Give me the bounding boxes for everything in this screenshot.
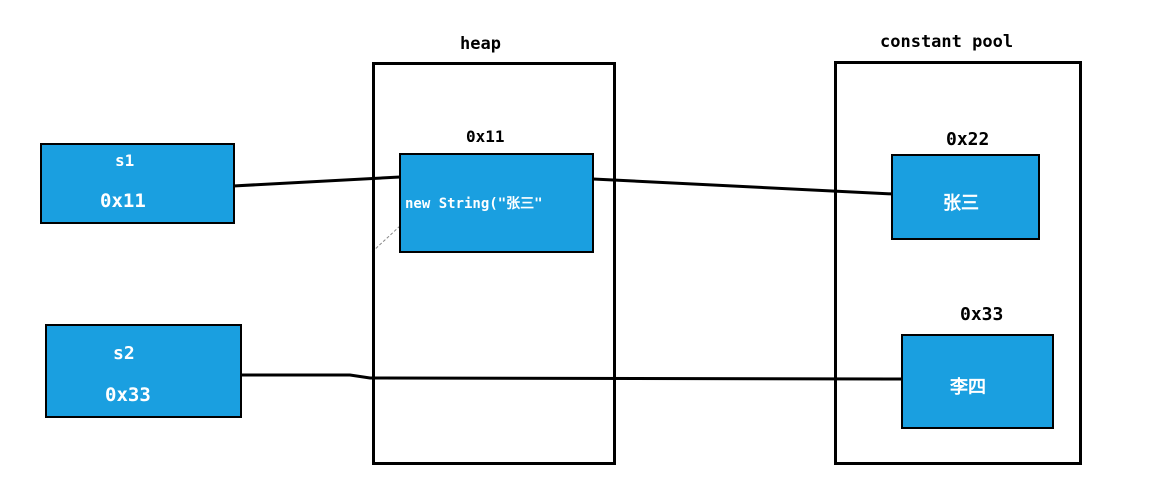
heap-object-content: new String("张三" [405,196,543,212]
constant-pool-title: constant pool [880,32,1014,52]
pool-entry-address: 0x33 [960,304,1004,325]
pool-entry-content: 李四 [950,377,986,398]
stack-var-value: 0x33 [105,384,151,406]
pool-entry-lisi: 李四 [901,334,1054,429]
pool-entry-zhangsan: 张三 [891,154,1040,240]
heap-title: heap [460,34,501,54]
heap-region [372,62,616,465]
stack-var-s1: s1 0x11 [40,143,235,224]
dashed-artifact [371,225,401,253]
constant-pool-region [834,61,1082,465]
stack-var-name: s2 [113,343,135,364]
pool-entry-content: 张三 [943,193,979,214]
stack-var-value: 0x11 [100,190,146,212]
pool-entry-address: 0x22 [946,129,990,150]
connector-heap-object-to-pool-zhangsan [592,177,894,196]
stack-var-name: s1 [115,151,135,170]
heap-object: new String("张三" [399,153,594,253]
connector-s2-to-pool-lisi [241,373,904,381]
stack-var-s2: s2 0x33 [45,324,242,418]
heap-object-address: 0x11 [466,127,505,146]
